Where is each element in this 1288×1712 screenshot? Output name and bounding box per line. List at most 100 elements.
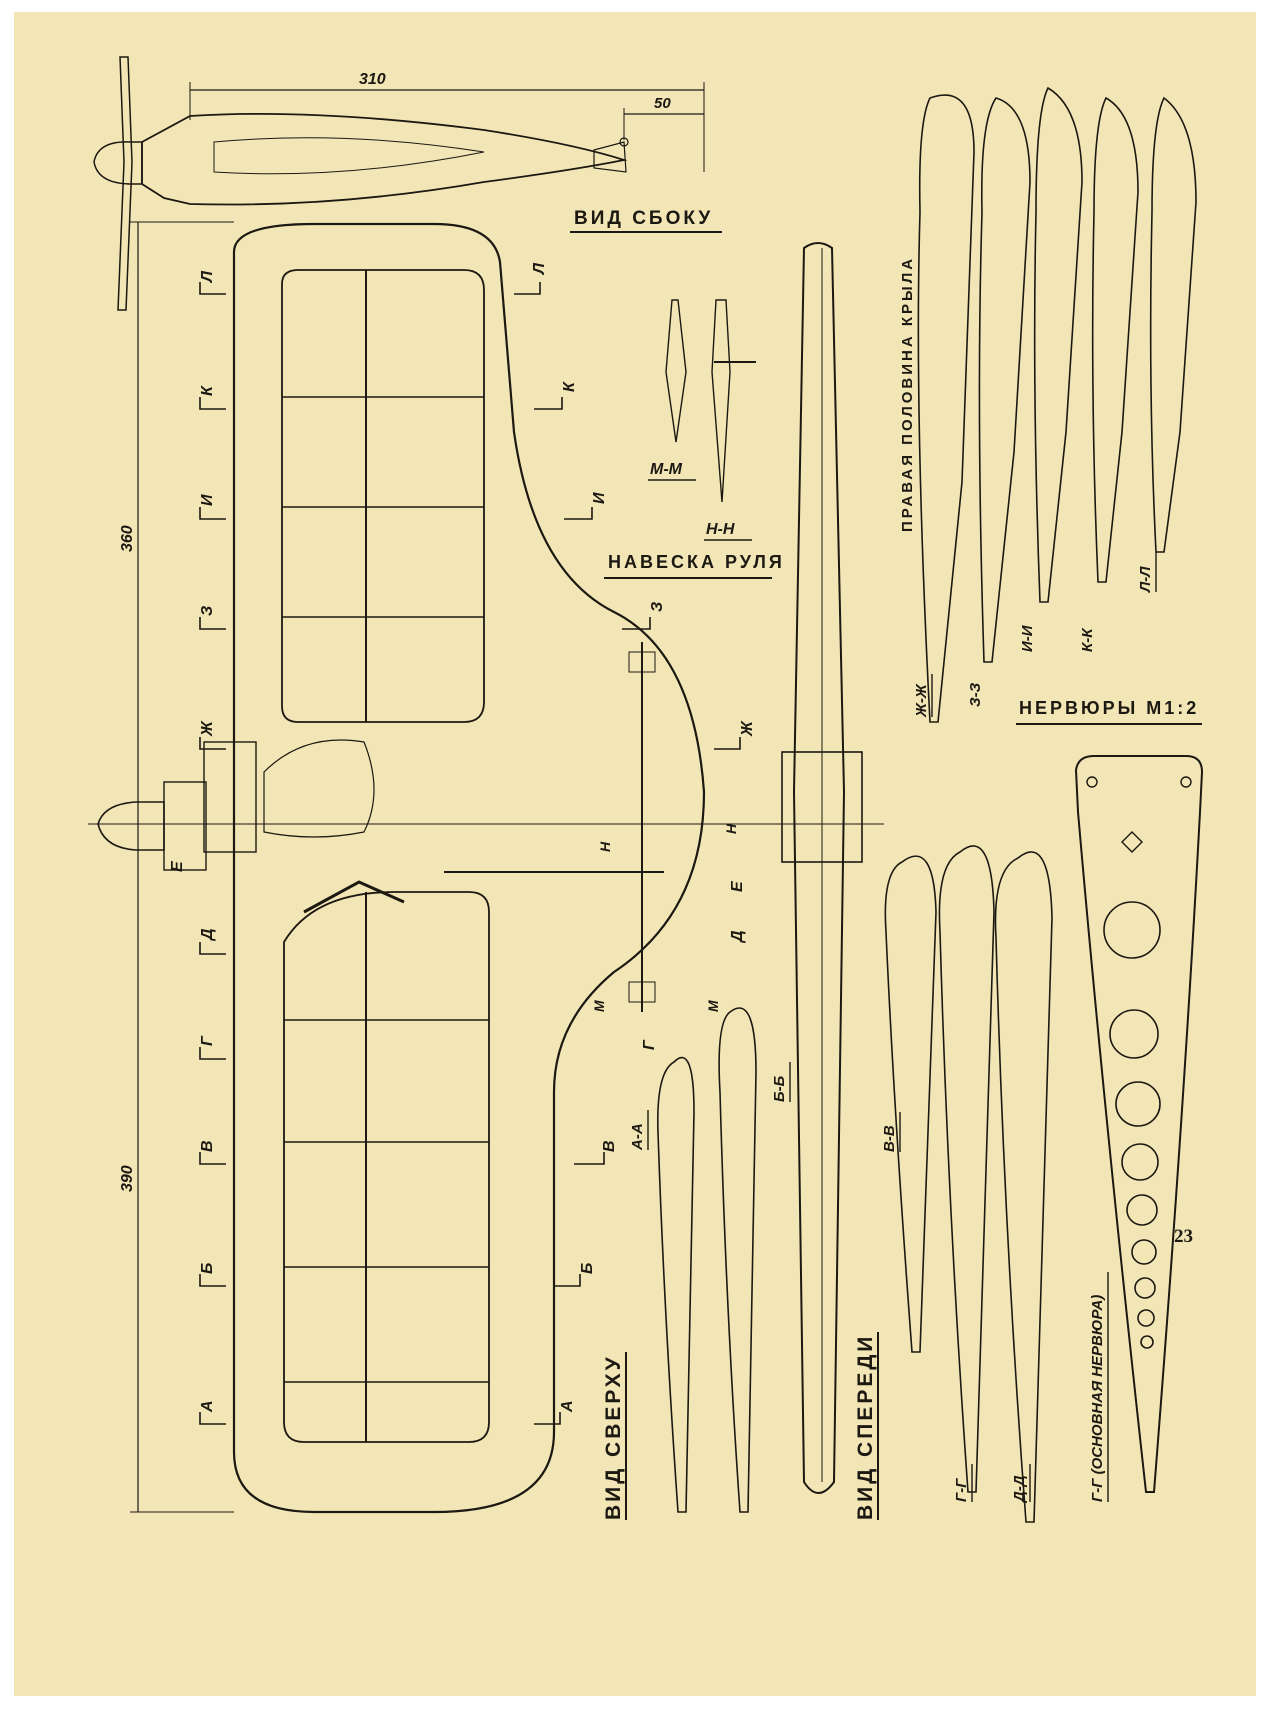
- lightening-hole-5: [1126, 1194, 1158, 1226]
- mark-V-left: В: [199, 1140, 216, 1152]
- side-fuselage: [141, 112, 628, 206]
- dim-label-360: 360: [119, 525, 136, 552]
- label-nn: Н-Н: [706, 521, 735, 538]
- mark-N-right: Н: [723, 823, 739, 834]
- top-engine-mount: [163, 781, 207, 871]
- rudder-hinge-title: НАВЕСКА РУЛЯ: [608, 552, 785, 572]
- label-ii: И-И: [1019, 624, 1036, 652]
- lightening-hole-1: [1103, 901, 1161, 959]
- rib-diamond: [1121, 831, 1143, 853]
- mark-ZH-left: Ж: [199, 720, 216, 737]
- main-rib-outline: [1074, 755, 1204, 1493]
- mark-B-left: Б: [199, 1263, 216, 1274]
- mark-Z-right: З: [649, 602, 666, 612]
- rib-vv: [884, 855, 937, 1353]
- mark-B-right: Б: [579, 1263, 596, 1274]
- side-spinner: [93, 141, 143, 185]
- label-gg-main: Г-Г (ОСНОВНАЯ НЕРВЮРА): [1089, 1295, 1106, 1502]
- top-spinner: [97, 801, 165, 851]
- label-vv: В-В: [881, 1125, 898, 1152]
- control-bellcrank: [303, 880, 405, 914]
- hinge-section-nn: [711, 299, 731, 503]
- rib-ll: [1149, 96, 1197, 553]
- mark-M-hinge: М: [591, 1000, 607, 1012]
- dim-label-310: 310: [359, 71, 386, 88]
- ribs-vv-gg-dd: В-В Г-Г Д-Д: [881, 845, 1053, 1523]
- mark-E-left: Е: [169, 860, 186, 872]
- side-tail: [593, 141, 627, 173]
- page-number: 23: [1174, 1226, 1193, 1247]
- mark-V-right: В: [601, 1140, 618, 1152]
- label-kk: К-К: [1079, 627, 1096, 652]
- dim-label-50: 50: [654, 95, 671, 112]
- rib-bolt-1: [1086, 776, 1098, 788]
- rib-kk: [1091, 96, 1139, 583]
- label-bb: Б-Б: [771, 1075, 788, 1102]
- main-rib: Г-Г (ОСНОВНАЯ НЕРВЮРА): [1074, 755, 1204, 1502]
- ribs-scale-title: НЕРВЮРЫ М1:2: [1019, 698, 1199, 718]
- mark-D-right: Д: [729, 930, 746, 944]
- rib-aa: [657, 1056, 695, 1513]
- mark-K-right: К: [561, 381, 578, 392]
- hinge-upper: [628, 651, 656, 673]
- lightening-hole-9: [1140, 1335, 1154, 1349]
- blueprint-drawing: 310 50 ВИД СБОКУ 360 390: [88, 56, 1204, 1523]
- label-gg: Г-Г: [953, 1478, 970, 1502]
- mark-L-right: Л: [531, 262, 548, 275]
- top-wing-upper-window: [281, 269, 485, 723]
- lightening-hole-7: [1134, 1277, 1156, 1299]
- top-view-drawing: 360 390: [88, 221, 884, 1520]
- mark-G-right: Г: [641, 1039, 658, 1050]
- label-dd: Д-Д: [1011, 1475, 1028, 1504]
- lightening-hole-4: [1121, 1143, 1159, 1181]
- top-view-title: ВИД СВЕРХУ: [602, 1354, 625, 1520]
- ribs-aa-bb: А-А Б-Б: [629, 1007, 791, 1513]
- rudder-hinge-detail: М-М Н-Н НАВЕСКА РУЛЯ: [604, 299, 785, 579]
- side-wing-root: [213, 137, 485, 175]
- rib-ii: [1033, 86, 1083, 603]
- rib-bolt-2: [1180, 776, 1192, 788]
- mark-M-right: М: [705, 1000, 721, 1012]
- hinge-lower: [628, 981, 656, 1003]
- mark-L-left: Л: [199, 270, 216, 283]
- lightening-hole-3: [1115, 1081, 1161, 1127]
- top-engine: [203, 741, 257, 853]
- side-view-title: ВИД СБОКУ: [574, 208, 713, 229]
- lightening-hole-6: [1131, 1239, 1157, 1265]
- rib-zhzh: [917, 94, 975, 723]
- blueprint-page: 310 50 ВИД СБОКУ 360 390: [14, 12, 1256, 1696]
- label-zz: З-З: [967, 682, 984, 707]
- label-mm: М-М: [650, 461, 683, 478]
- mark-N-hinge: Н: [597, 841, 613, 852]
- lightening-hole-2: [1109, 1009, 1159, 1059]
- front-view-drawing: ВИД СПЕРЕДИ: [781, 242, 879, 1520]
- front-view-title: ВИД СПЕРЕДИ: [854, 1334, 877, 1520]
- mark-I-right: И: [591, 492, 608, 504]
- mark-G-left: Г: [199, 1035, 216, 1046]
- mark-Z-left: З: [199, 606, 216, 616]
- lightening-hole-8: [1137, 1309, 1155, 1327]
- side-propeller: [117, 56, 133, 311]
- rib-gg: [938, 845, 995, 1493]
- top-wing-lower-window: [283, 891, 490, 1443]
- rib-zz: [978, 97, 1031, 663]
- top-wing-outline: [232, 222, 706, 1514]
- label-ll: Л-Л: [1137, 566, 1154, 593]
- side-view-drawing: 310 50 ВИД СБОКУ: [93, 56, 722, 311]
- label-aa: А-А: [629, 1123, 646, 1151]
- dim-label-390: 390: [119, 1165, 136, 1192]
- mark-I-left: И: [199, 494, 216, 506]
- mark-K-left: К: [199, 385, 216, 396]
- hinge-section-mm: [665, 299, 687, 443]
- mark-A-left: А: [199, 1400, 216, 1413]
- mark-A-right: А: [559, 1400, 576, 1413]
- ribs-upper-right: Ж-Ж З-З И-И К-К Л-Л ПРАВАЯ ПОЛОВИНА КРЫЛ…: [899, 86, 1202, 725]
- section-brackets: [199, 282, 741, 1425]
- label-zhzh: Ж-Ж: [913, 683, 930, 718]
- right-wing-half-title: ПРАВАЯ ПОЛОВИНА КРЫЛА: [899, 256, 916, 532]
- front-wing: [792, 242, 846, 1494]
- mark-D-left: Д: [199, 928, 216, 942]
- rib-dd: [994, 851, 1053, 1523]
- rib-bb: [718, 1007, 757, 1513]
- mark-ZH-right: Ж: [739, 720, 756, 737]
